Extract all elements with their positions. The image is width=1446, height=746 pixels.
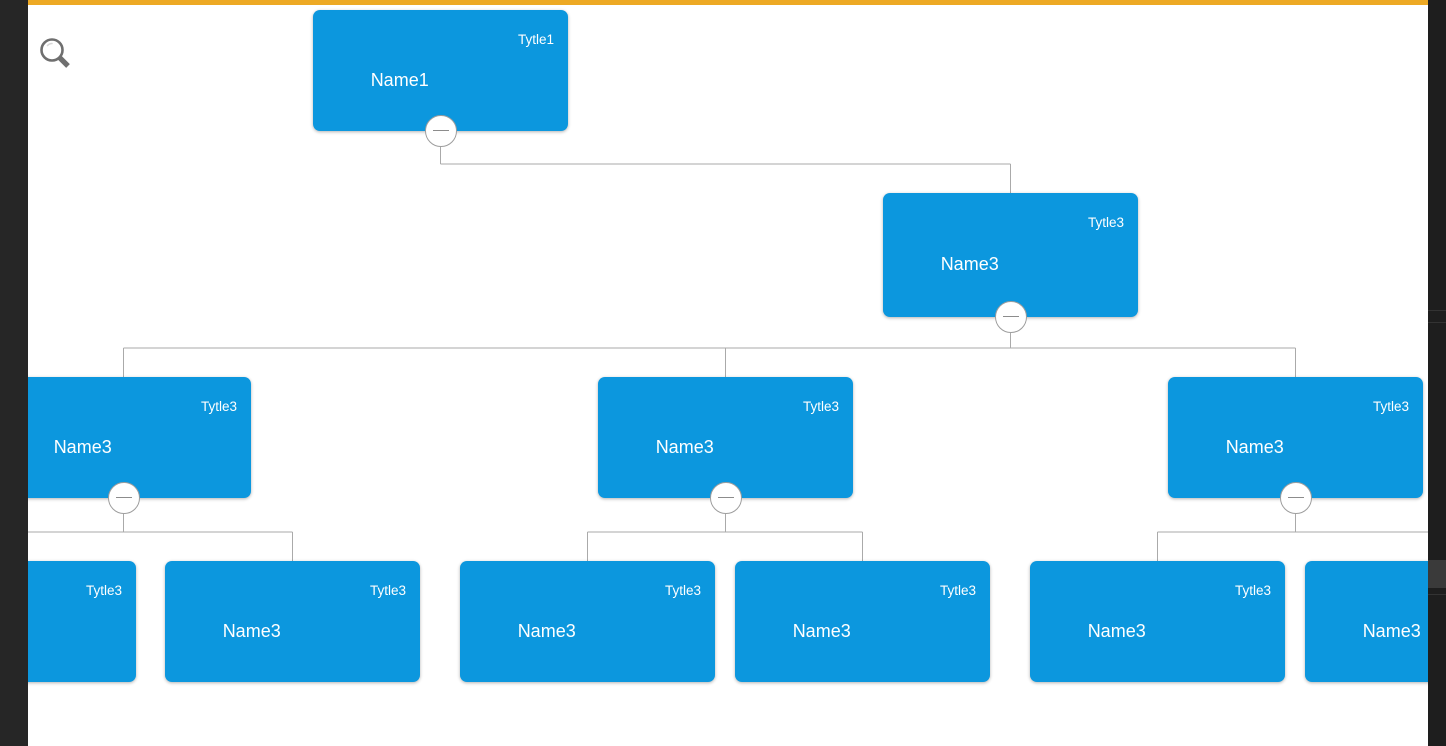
tree-node-title: Tytle3 bbox=[1234, 583, 1271, 598]
tree-node-name: Name3 bbox=[222, 620, 281, 641]
tree-node-name: Name3 bbox=[940, 254, 999, 274]
top-accent-bar bbox=[28, 0, 1428, 5]
tree-node-name: Name3 bbox=[1362, 620, 1421, 641]
right-panel-divider bbox=[1428, 594, 1446, 595]
right-panel-divider bbox=[1428, 322, 1446, 323]
tree-node-title: Tytle3 bbox=[369, 583, 406, 598]
tree-node-title: Tytle3 bbox=[1087, 215, 1124, 230]
tree-node-title: Tytle3 bbox=[200, 399, 237, 414]
collapse-toggle-button[interactable] bbox=[1279, 482, 1312, 514]
tree-node-name: Name1 bbox=[370, 69, 429, 90]
tree-node-title: Tytle3 bbox=[664, 583, 701, 598]
tree-node-name: Name3 bbox=[792, 620, 851, 641]
tree-node-name: Name3 bbox=[53, 436, 112, 457]
collapse-toggle-button[interactable] bbox=[709, 482, 742, 514]
left-dock-panel[interactable] bbox=[0, 0, 28, 746]
search-icon[interactable] bbox=[34, 32, 78, 76]
tree-node-name: Name3 bbox=[655, 436, 714, 457]
tree-node-name: Name3 bbox=[28, 620, 54, 642]
right-dock-panel[interactable] bbox=[1428, 0, 1446, 746]
right-panel-divider bbox=[1428, 310, 1446, 311]
collapse-toggle-button[interactable] bbox=[424, 115, 457, 147]
tree-node-title: Tytle3 bbox=[802, 399, 839, 414]
collapse-toggle-button[interactable] bbox=[994, 301, 1027, 333]
search-icon-glyph bbox=[40, 38, 70, 68]
tree-node-name: Name3 bbox=[1087, 620, 1146, 641]
tree-node-title: Tytle3 bbox=[1372, 399, 1409, 414]
tree-node-name: Name3 bbox=[517, 620, 576, 641]
tree-node-title: Tytle3 bbox=[939, 583, 976, 598]
tree-node-name: Name3 bbox=[1225, 436, 1284, 457]
tree-node-title: Tytle1 bbox=[517, 32, 554, 47]
tree-node-title: Tytle3 bbox=[85, 583, 122, 598]
collapse-toggle-button[interactable] bbox=[107, 482, 140, 514]
right-panel-scrollbar-thumb[interactable] bbox=[1428, 560, 1446, 588]
